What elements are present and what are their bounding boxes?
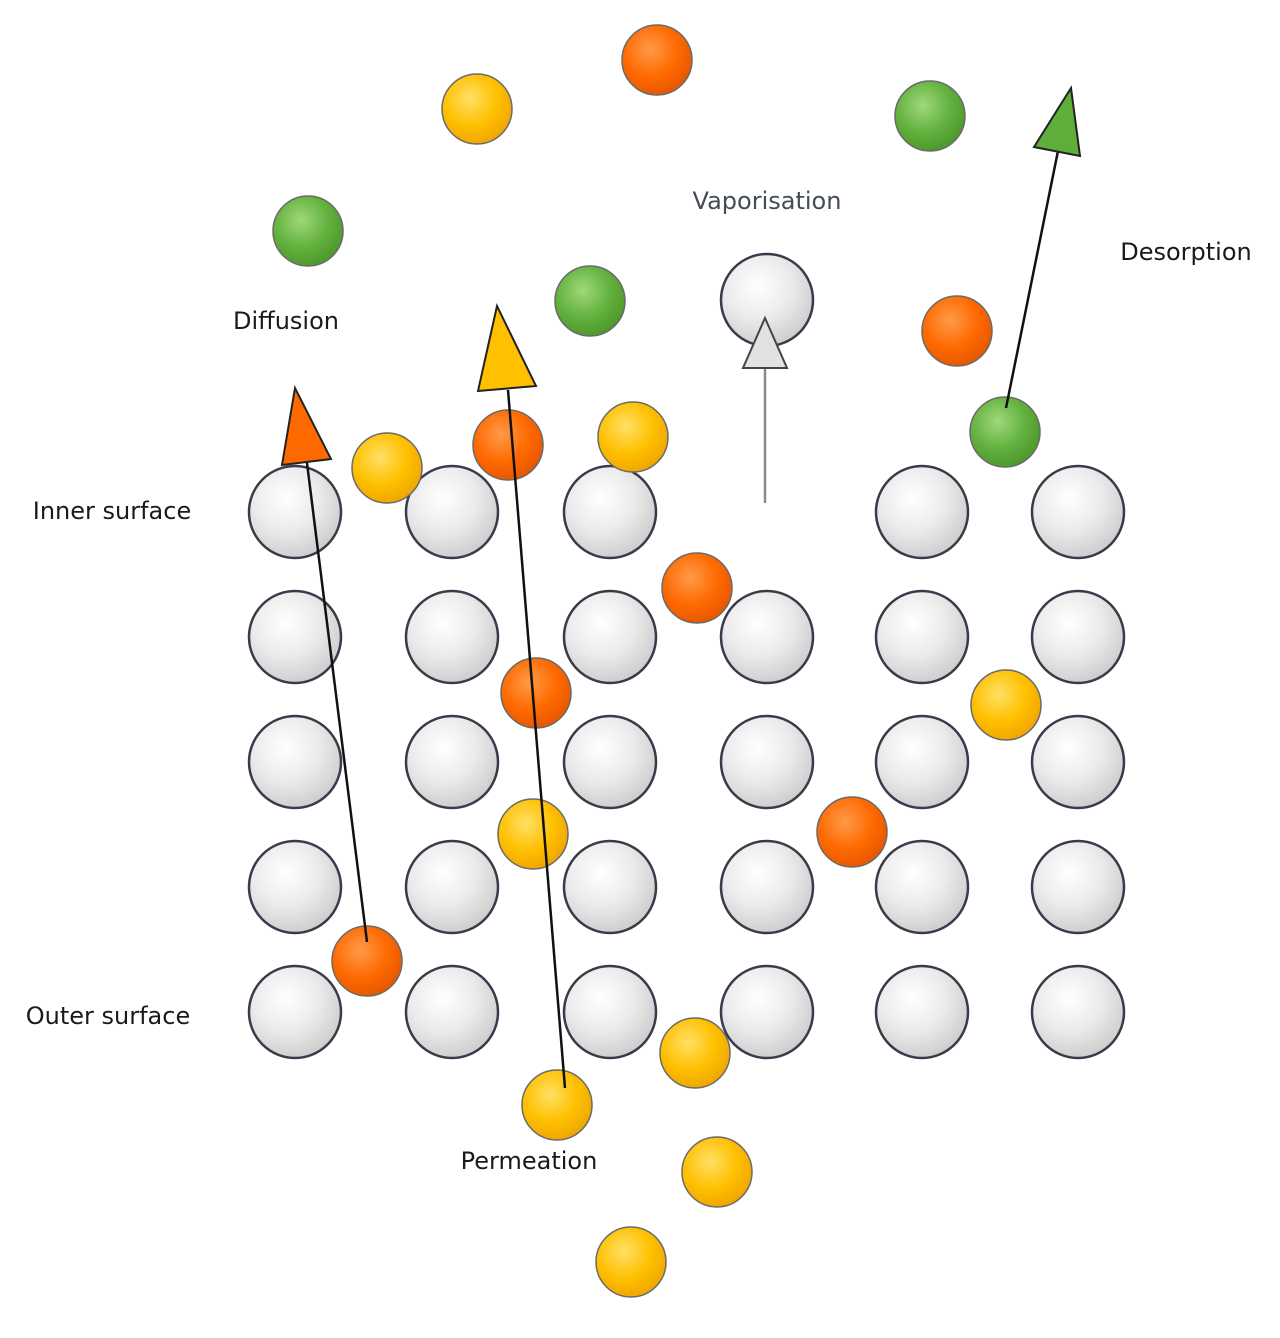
orange-particle	[921, 295, 993, 367]
green-particle	[894, 80, 966, 152]
lattice-atom	[247, 714, 343, 810]
diffusion-arrow	[280, 384, 369, 943]
yellow-particle	[521, 1069, 593, 1141]
lattice-atom	[404, 589, 500, 685]
orange-particle	[621, 24, 693, 96]
label-diffusion: Diffusion	[233, 307, 339, 335]
lattice-atom	[247, 589, 343, 685]
lattice-atom	[1030, 589, 1126, 685]
label-desorption: Desorption	[1120, 238, 1252, 266]
orange-particle	[661, 552, 733, 624]
orange-particle	[816, 796, 888, 868]
yellow-particle	[595, 1226, 667, 1298]
label-outer-surface: Outer surface	[26, 1002, 190, 1030]
orange-particle	[472, 409, 544, 481]
lattice-atom	[562, 714, 658, 810]
yellow-particle	[681, 1136, 753, 1208]
label-vaporisation: Vaporisation	[693, 187, 842, 215]
yellow-particle	[351, 432, 423, 504]
permeation-arrow	[476, 302, 567, 1089]
lattice-atom	[1030, 714, 1126, 810]
lattice-atom	[719, 964, 815, 1060]
lattice-atom	[874, 964, 970, 1060]
yellow-particle	[441, 73, 513, 145]
yellow-particle	[597, 401, 669, 473]
green-particle	[272, 195, 344, 267]
lattice-atom	[874, 839, 970, 935]
lattice-atom	[404, 464, 500, 560]
lattice-atom	[404, 839, 500, 935]
lattice-atom	[247, 964, 343, 1060]
yellow-particle	[970, 669, 1042, 741]
label-permeation: Permeation	[461, 1147, 598, 1175]
yellow-particle	[497, 798, 569, 870]
lattice-atom	[404, 714, 500, 810]
lattice-atom	[562, 964, 658, 1060]
lattice-atom	[562, 464, 658, 560]
green-particle	[554, 265, 626, 337]
lattice-atom	[719, 589, 815, 685]
desorption-arrow	[1004, 85, 1082, 409]
lattice-atom	[247, 464, 343, 560]
lattice-atom	[562, 589, 658, 685]
lattice-atom	[1030, 464, 1126, 560]
lattice-atom	[1030, 964, 1126, 1060]
green-particle	[969, 396, 1041, 468]
orange-particle	[500, 657, 572, 729]
label-inner-surface: Inner surface	[33, 497, 191, 525]
lattice-atom	[874, 714, 970, 810]
vaporisation-arrow	[741, 315, 789, 503]
orange-particle	[331, 925, 403, 997]
lattice-atom	[719, 714, 815, 810]
lattice-atom	[562, 839, 658, 935]
lattice-atom	[404, 964, 500, 1060]
yellow-particle	[659, 1017, 731, 1089]
lattice-atom	[874, 464, 970, 560]
lattice-atom	[1030, 839, 1126, 935]
lattice	[247, 252, 1126, 1060]
lattice-atom	[874, 589, 970, 685]
lattice-atom	[719, 839, 815, 935]
particles	[272, 24, 1042, 1298]
lattice-atom	[247, 839, 343, 935]
